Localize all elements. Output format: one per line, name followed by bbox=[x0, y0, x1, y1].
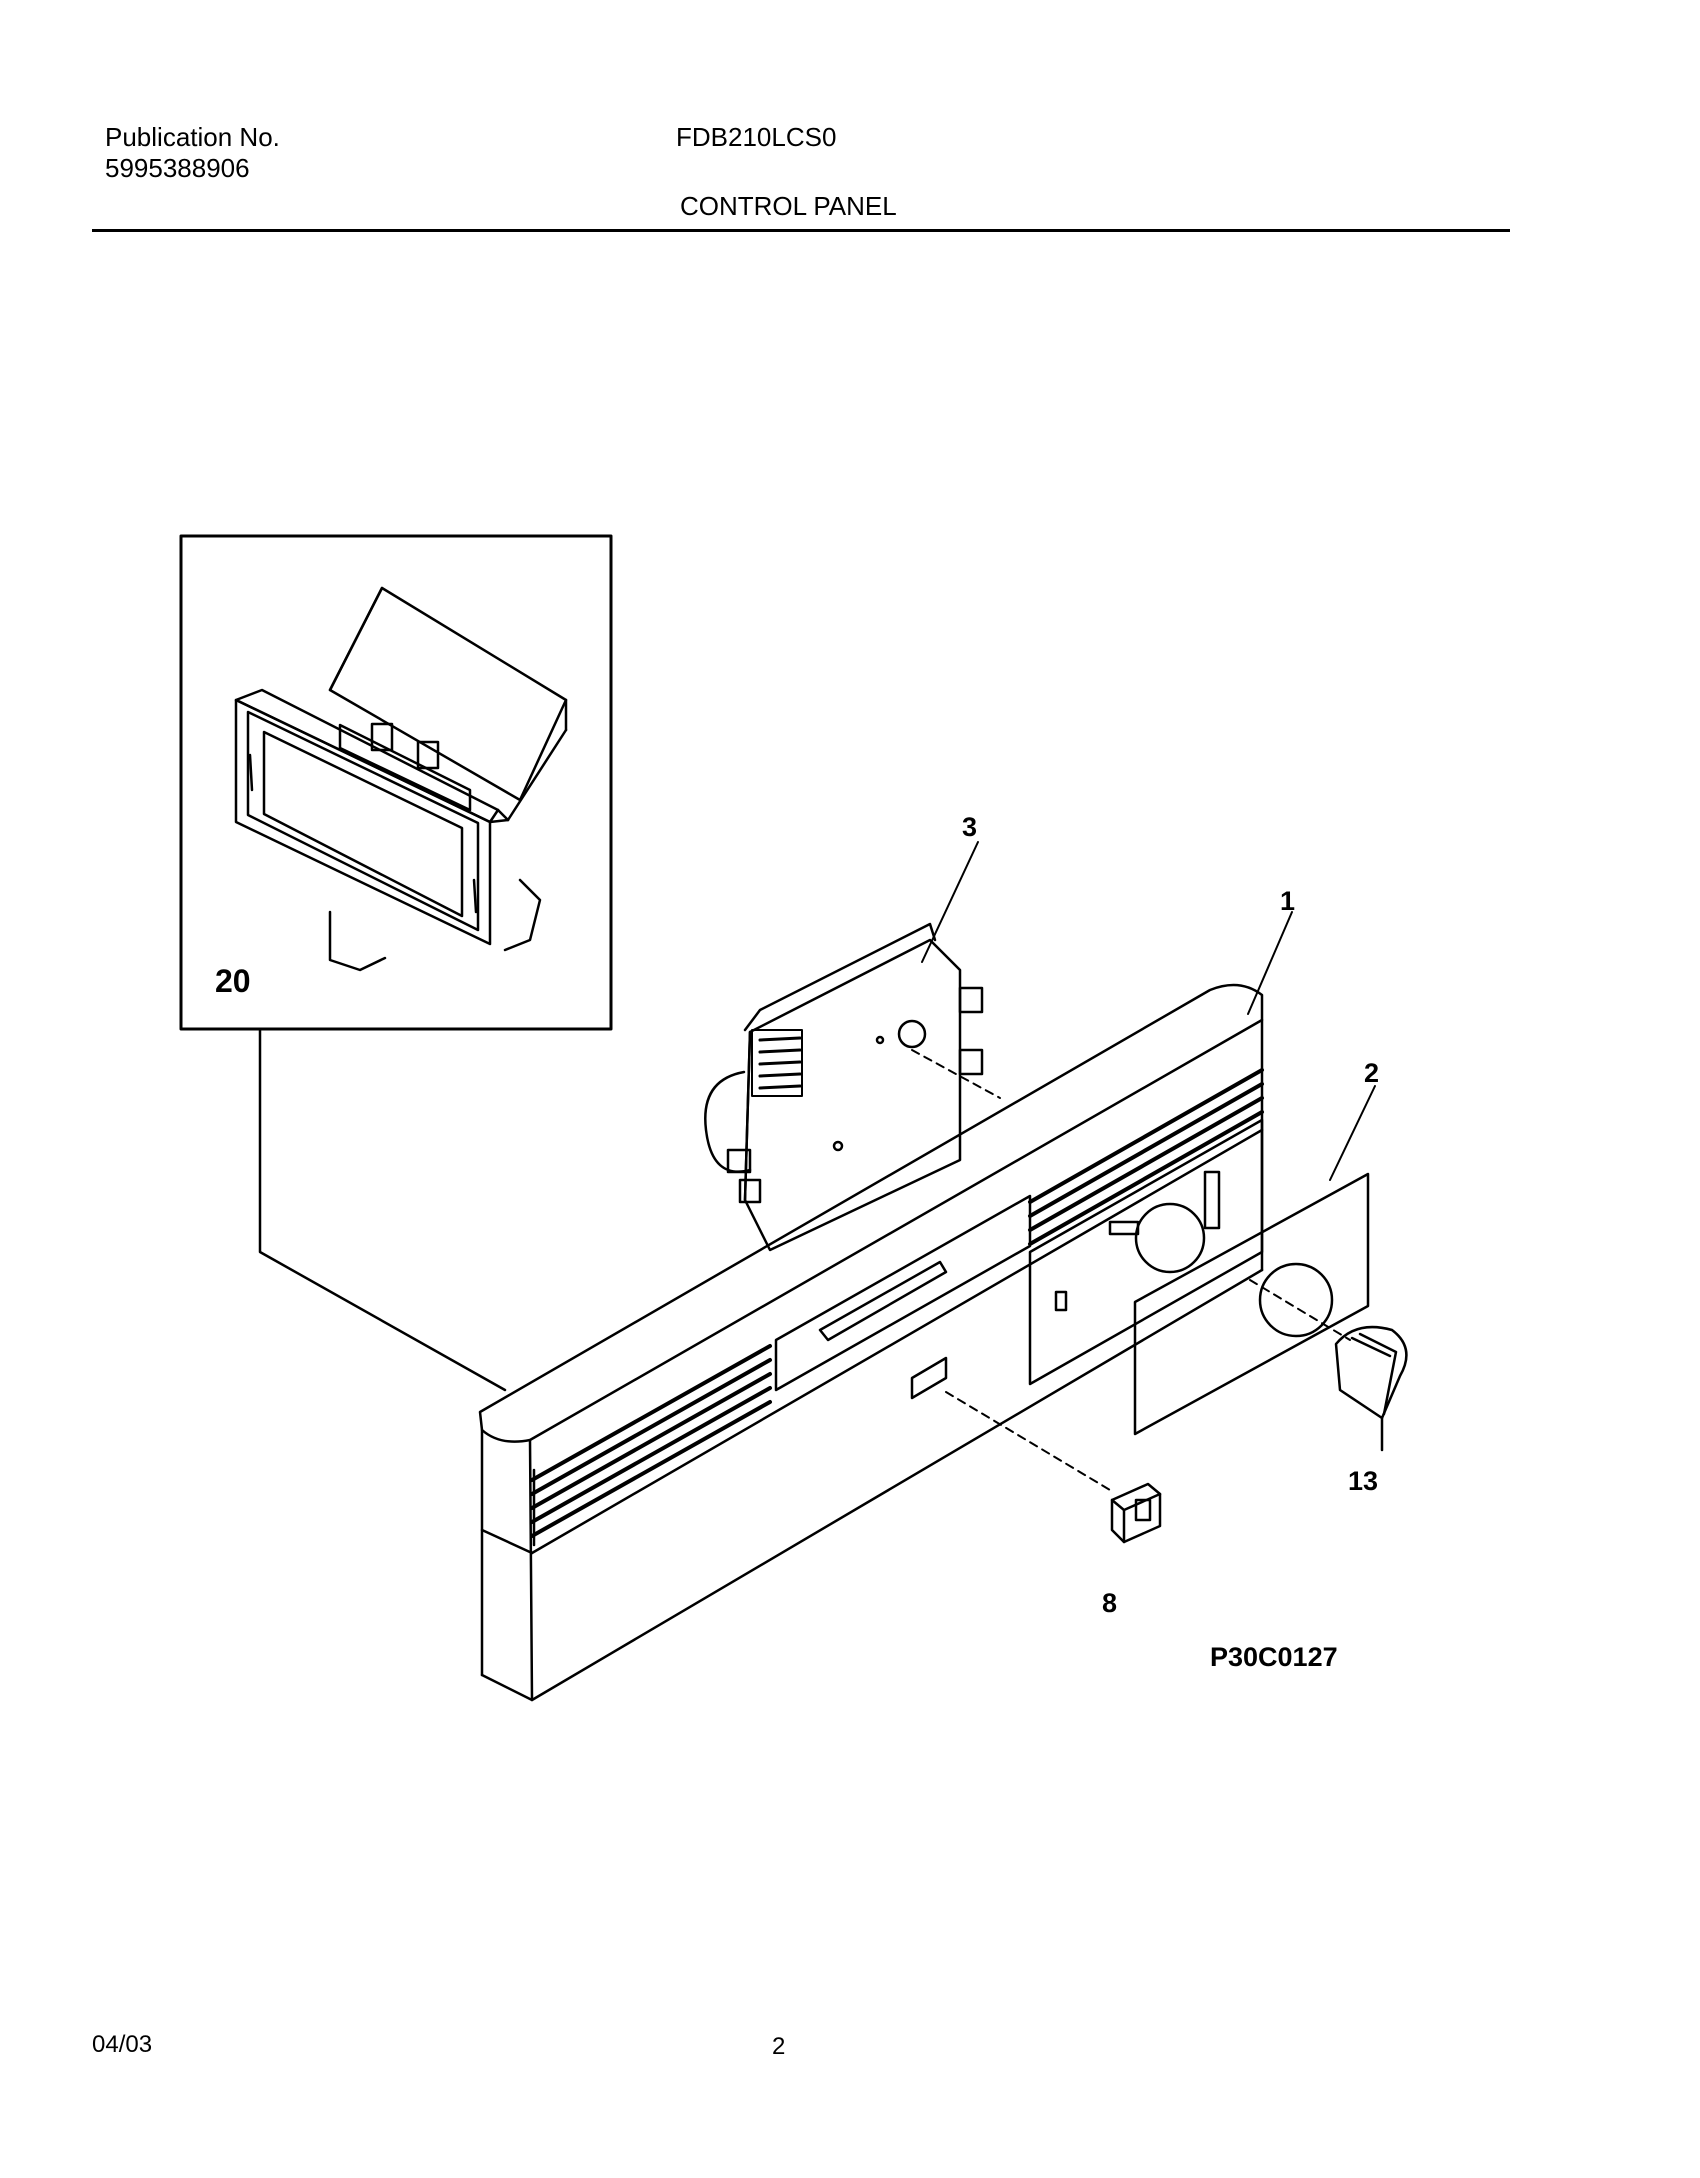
footer-date: 04/03 bbox=[92, 2031, 153, 2058]
control-overlay bbox=[1133, 1172, 1370, 1436]
dispenser-inset bbox=[179, 534, 613, 1031]
header-rule bbox=[92, 229, 1510, 232]
callout-13: 13 bbox=[1348, 1466, 1378, 1496]
callout-2: 2 bbox=[1364, 1058, 1379, 1088]
figure-id: P30C0127 bbox=[1210, 1642, 1338, 1672]
model-number: FDB210LCS0 bbox=[676, 122, 837, 152]
callout-8: 8 bbox=[1102, 1588, 1117, 1618]
callout-3: 3 bbox=[962, 812, 977, 842]
timer-assembly bbox=[704, 922, 1001, 1252]
callout-1: 1 bbox=[1280, 886, 1295, 916]
section-title: CONTROL PANEL bbox=[680, 191, 897, 221]
rocker-switch bbox=[1110, 1482, 1162, 1544]
selector-knob bbox=[1334, 1325, 1408, 1452]
inset-leader-line bbox=[258, 1027, 507, 1392]
control-panel bbox=[478, 983, 1264, 1702]
publication-label: Publication No. bbox=[105, 122, 280, 152]
publication-number: 5995388906 bbox=[105, 153, 250, 183]
page-number: 2 bbox=[772, 2033, 786, 2060]
callout-20: 20 bbox=[215, 963, 251, 999]
